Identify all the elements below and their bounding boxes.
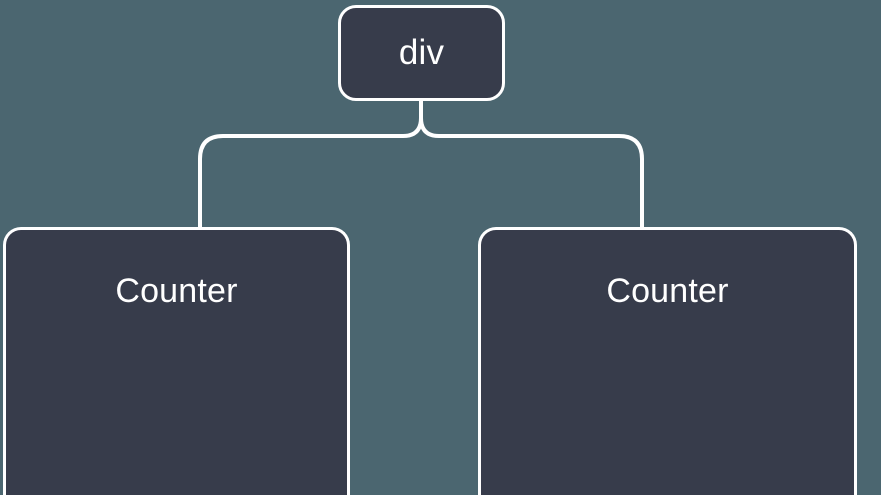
node-div[interactable]: div [338, 5, 505, 101]
node-counter-left[interactable]: Counter count 0 [3, 227, 350, 495]
node-counter-right[interactable]: Counter count 1 [478, 227, 857, 495]
node-div-label: div [398, 33, 445, 72]
node-counter-right-title: Counter [606, 272, 729, 310]
node-counter-left-title: Counter [115, 272, 238, 310]
